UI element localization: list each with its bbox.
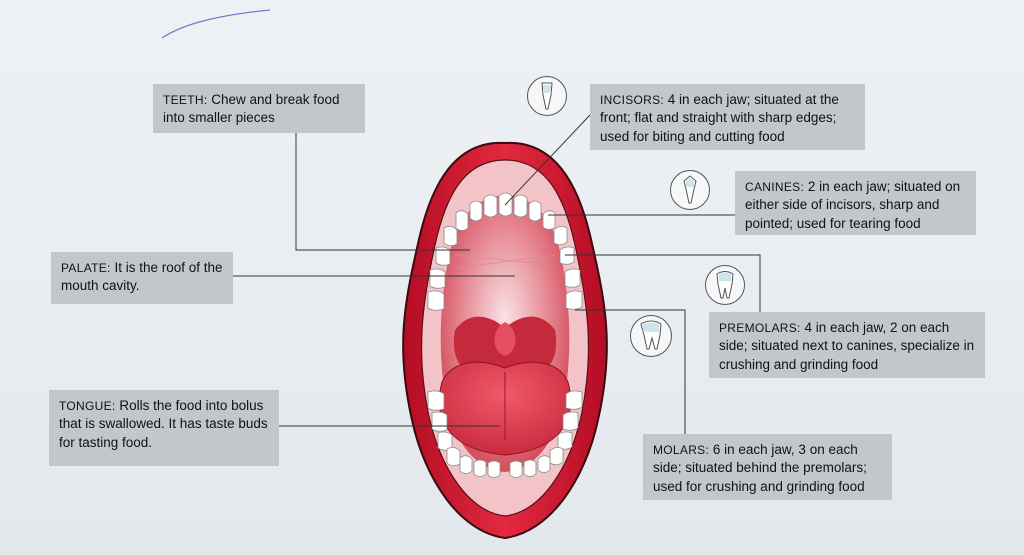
palate-label: PALATE: It is the roof of the mouth cavi… <box>51 252 233 304</box>
pen-scribble <box>161 9 271 39</box>
incisors-label: INCISORS: 4 in each jaw; situated at the… <box>590 84 865 150</box>
molar-tooth-icon <box>630 315 672 357</box>
teeth-label: TEETH: Chew and break food into smaller … <box>153 84 365 133</box>
canine-tooth-icon <box>670 170 710 210</box>
premolar-tooth-icon <box>705 265 745 305</box>
tongue-label: TONGUE: Rolls the food into bolus that i… <box>49 390 279 466</box>
incisor-tooth-icon <box>527 76 567 116</box>
molars-label: MOLARS: 6 in each jaw, 3 on each side; s… <box>643 434 892 500</box>
canines-label: CANINES: 2 in each jaw; situated on eith… <box>735 171 976 235</box>
premolars-label: PREMOLARS: 4 in each jaw, 2 on each side… <box>709 312 985 378</box>
